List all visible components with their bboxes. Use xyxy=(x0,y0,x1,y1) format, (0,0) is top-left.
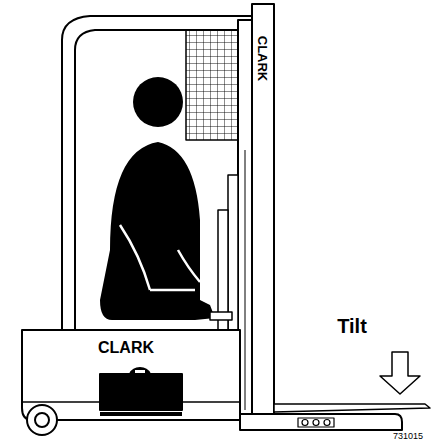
mast-brand: CLARK xyxy=(257,33,270,83)
tilt-arrow xyxy=(380,352,420,394)
operator-head xyxy=(133,77,183,127)
tilt-label: Tilt xyxy=(337,316,367,336)
operator-body xyxy=(100,142,215,320)
truck-body xyxy=(22,330,240,420)
base-leg xyxy=(240,414,402,430)
fork xyxy=(274,404,430,412)
battery-door xyxy=(100,368,182,410)
mesh-screen xyxy=(186,30,238,140)
drive-wheel xyxy=(27,405,57,435)
body-brand: CLARK xyxy=(98,340,154,356)
mast-outer xyxy=(252,4,274,424)
figure-number: 731015 xyxy=(393,432,423,441)
